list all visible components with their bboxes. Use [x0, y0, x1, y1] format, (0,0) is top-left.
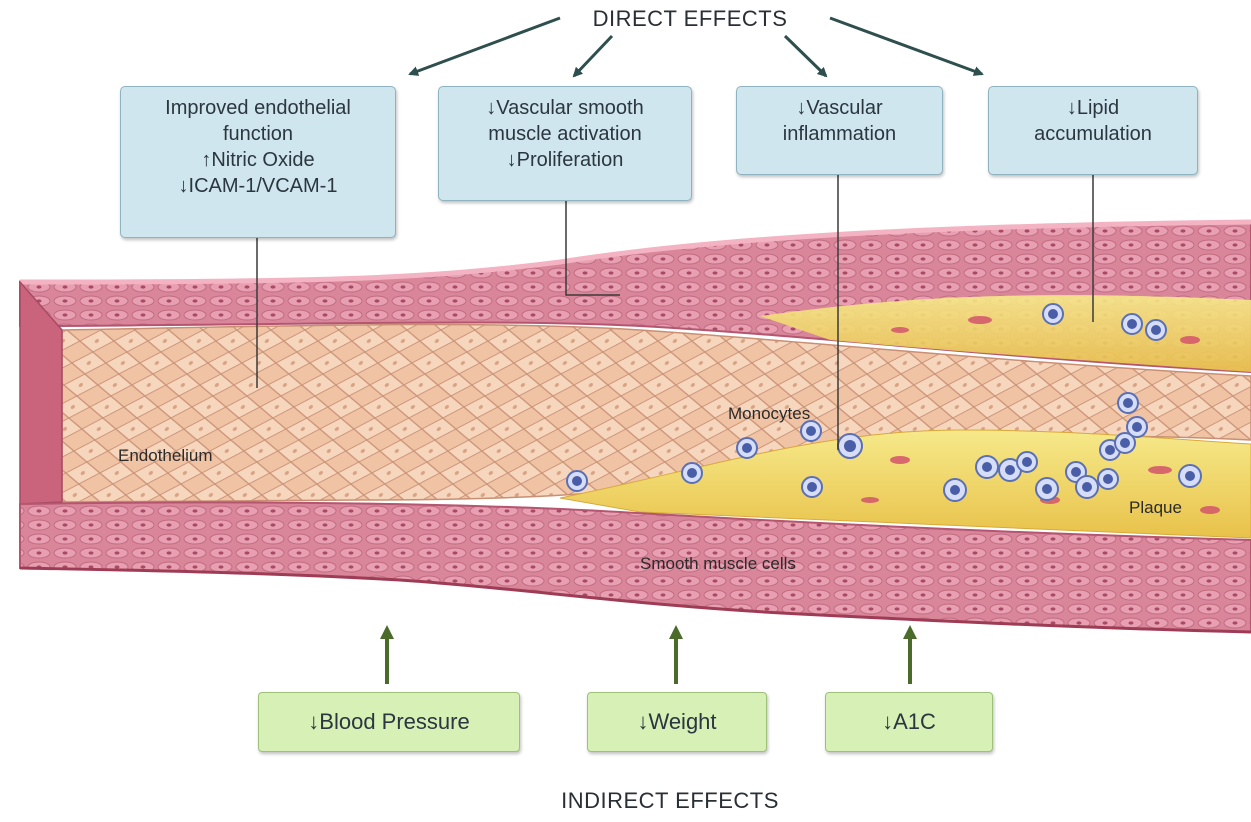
box-line: ↓Vascular smooth — [439, 95, 691, 121]
endothelium-label: Endothelium — [118, 446, 213, 466]
box-line: Improved endothelial — [121, 95, 395, 121]
box-line: accumulation — [989, 121, 1197, 147]
box-line: ↓Vascular — [737, 95, 942, 121]
box-line: muscle activation — [439, 121, 691, 147]
indirect-effect-blood-pressure-box: ↓Blood Pressure — [258, 692, 520, 752]
box-line: inflammation — [737, 121, 942, 147]
indirect-effect-a1c-box: ↓A1C — [825, 692, 993, 752]
box-line: ↓Lipid — [989, 95, 1197, 121]
direct-effect-inflammation-box: ↓Vascular inflammation — [736, 86, 943, 175]
box-line: function — [121, 121, 395, 147]
direct-effect-smooth-muscle-box: ↓Vascular smooth muscle activation ↓Prol… — [438, 86, 692, 201]
indirect-effect-weight-box: ↓Weight — [587, 692, 767, 752]
box-line: ↓Proliferation — [439, 147, 691, 173]
direct-effects-title: DIRECT EFFECTS — [560, 6, 820, 32]
indirect-effects-title: INDIRECT EFFECTS — [520, 788, 820, 814]
direct-effect-endothelial-box: Improved endothelial function ↑Nitric Ox… — [120, 86, 396, 238]
plaque-label: Plaque — [1129, 498, 1182, 518]
smooth-muscle-label: Smooth muscle cells — [640, 554, 796, 574]
box-line: ↑Nitric Oxide — [121, 147, 395, 173]
direct-effect-lipid-box: ↓Lipid accumulation — [988, 86, 1198, 175]
monocytes-label: Monocytes — [728, 404, 810, 424]
box-line: ↓ICAM-1/VCAM-1 — [121, 173, 395, 199]
indirect-arrows — [387, 632, 910, 684]
